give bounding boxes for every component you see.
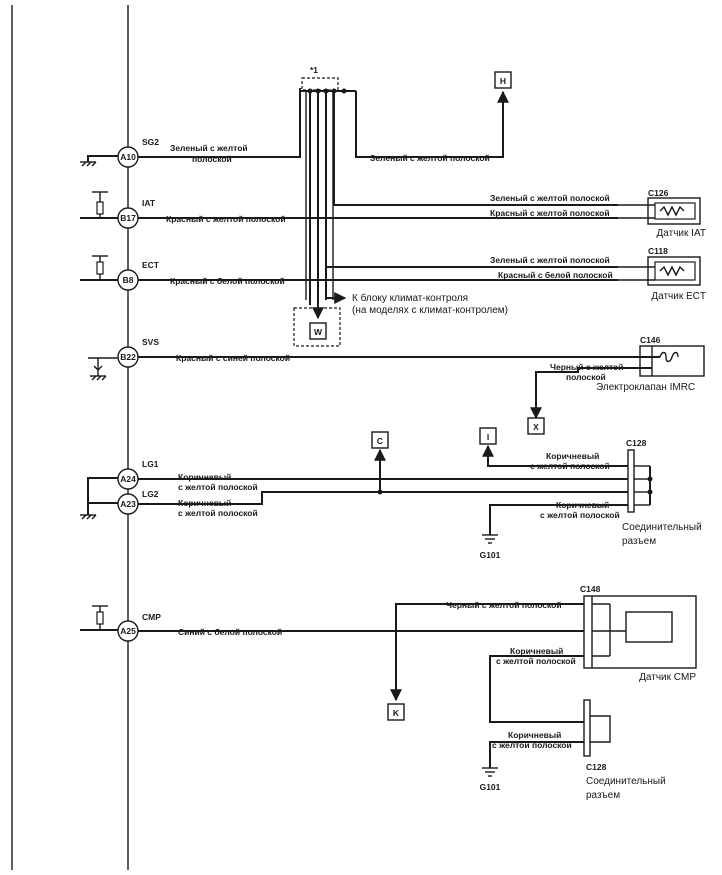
ref-i: I [487,432,489,442]
ref-c: C [377,436,383,446]
imrc-valve-label: Электроклапан IMRC [596,382,695,393]
pin-b17: B17 [120,213,136,223]
circuit-lg: A24 LG1 A23 LG2 Коричневый с желтой поло… [80,427,702,560]
ecm-housing [11,5,129,870]
connector-c128: C128 [626,438,647,448]
connector-c128b: C128 [586,762,607,772]
wire-label-imrc-1: Черный с желтой [550,362,623,372]
wire-label-c128-bot-2: с желтой полоской [540,510,620,520]
ground-g101-2: G101 [480,782,501,792]
ect-sensor-label: Датчик ECT [651,291,706,302]
wire-label-c128b-1: Коричневый [508,730,561,740]
cmp-sensor-label: Датчик CMP [639,672,696,683]
circuit-ect: B8 ECT Красный с белой полоской Зеленый … [80,91,706,302]
connector-c148: C148 [580,584,601,594]
wire-label-cmp-brown-2: с желтой полоской [496,656,576,666]
wire-label-ect-ecm: Красный с белой полоской [170,276,285,286]
iat-sensor-label: Датчик IAT [657,228,706,239]
joint-label-2: разъем [622,536,656,547]
wire-label-lg2-2: с желтой полоской [178,508,258,518]
signal-lg2: LG2 [142,489,159,499]
wire-label-ect-green: Зеленый с желтой полоской [490,255,610,265]
circuit-sg2: A10 SG2 Зеленый с желтой полоской [80,88,301,168]
wire-label-cmp-brown-1: Коричневый [510,646,563,656]
pin-a24: A24 [120,474,136,484]
wire-label-lg2-1: Коричневый [178,498,231,508]
pin-a10: A10 [120,152,136,162]
wire-label-cmp: Синий с белой полоской [178,627,282,637]
wire-label-lg1-1: Коричневый [178,472,231,482]
shield-note: *1 [310,65,318,75]
wire-label-to-h: Зеленый с желтой полоской [370,153,490,163]
pin-a25: A25 [120,626,136,636]
connector-c126: C126 [648,188,669,198]
wire-label-sg2-2: полоской [192,154,232,164]
climate-note-2: (на моделях с климат-контролем) [352,305,508,316]
wire-label-c128-top-2: с желтой полоской [530,461,610,471]
signal-sg2: SG2 [142,137,159,147]
climate-note-1: К блоку климат-контроля [352,292,468,304]
ref-k: K [393,708,400,718]
connector-c146: C146 [640,335,661,345]
wire-label-c128-top-1: Коричневый [546,451,599,461]
wire-label-iat-red: Красный с желтой полоской [490,208,610,218]
wire-label-svs: Красный с синей полоской [176,353,290,363]
signal-svs: SVS [142,337,159,347]
shield-bundle: *1 W К блоку климат-контроля (на моделях… [293,65,508,347]
joint-label-1: Соединительный [622,522,702,533]
wire-label-sg2-1: Зеленый с желтой [170,143,248,153]
wire-label-lg1-2: с желтой полоской [178,482,258,492]
wire-label-ect-red: Красный с белой полоской [498,270,613,280]
signal-lg1: LG1 [142,459,159,469]
wire-label-imrc-2: полоской [566,372,606,382]
pin-a23: A23 [120,499,136,509]
pin-b8: B8 [123,275,134,285]
signal-iat: IAT [142,198,156,208]
wire-label-cmp-black: Черный с желтой полоской [446,600,562,610]
pin-b22: B22 [120,352,136,362]
circuit-svs: B22 SVS Красный с синей полоской C146 Че… [88,335,705,435]
ground-g101-1: G101 [480,550,501,560]
ref-h: H [500,76,506,86]
signal-ect: ECT [142,260,160,270]
wire-label-iat-green: Зеленый с желтой полоской [490,193,610,203]
ref-w: W [314,327,323,337]
wire-label-c128b-2: с желтой полоской [492,740,572,750]
signal-cmp: CMP [142,612,161,622]
joint-b-label-2: разъем [586,790,620,801]
connector-c118: C118 [648,246,668,256]
circuit-cmp: A25 CMP Синий с белой полоской Черный с … [80,584,697,801]
ref-x: X [533,422,539,432]
circuit-to-h: Зеленый с желтой полоской H [344,71,512,163]
circuit-iat: B17 IAT Красный с желтой полоской Зелены… [80,91,706,239]
wire-label-c128-bot-1: Коричневый [556,500,609,510]
wire-label-iat-ecm: Красный с желтой полоской [166,214,286,224]
joint-b-label-1: Соединительный [586,776,666,787]
